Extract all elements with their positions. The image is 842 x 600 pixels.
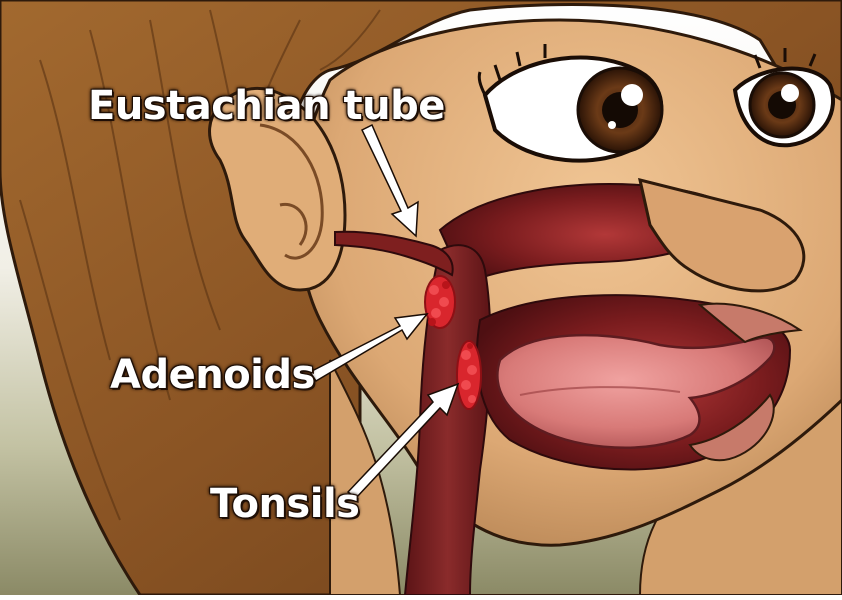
arrows [308,123,460,500]
tonsils-label: Tonsils [210,481,360,527]
pharynx [403,244,492,596]
right-eye [732,48,836,148]
tongue-crease [519,386,681,396]
ear-fold [259,123,324,260]
ear-canal-outline [279,202,308,246]
adenoids-tissue [424,275,456,329]
upper-lip [697,302,803,344]
tongue [496,333,776,449]
eustachian-tube-shape [334,230,454,277]
adenoids-arrow [308,313,429,383]
tonsils-tissue [456,340,482,410]
tonsils-arrow [346,382,460,500]
eustachian-tube-label: Eustachian tube [88,83,445,129]
eustachian-arrow [361,123,419,238]
lower-lip [688,393,775,462]
adenoids-label: Adenoids [110,352,315,398]
nose [638,177,806,293]
left-eye [477,44,664,163]
